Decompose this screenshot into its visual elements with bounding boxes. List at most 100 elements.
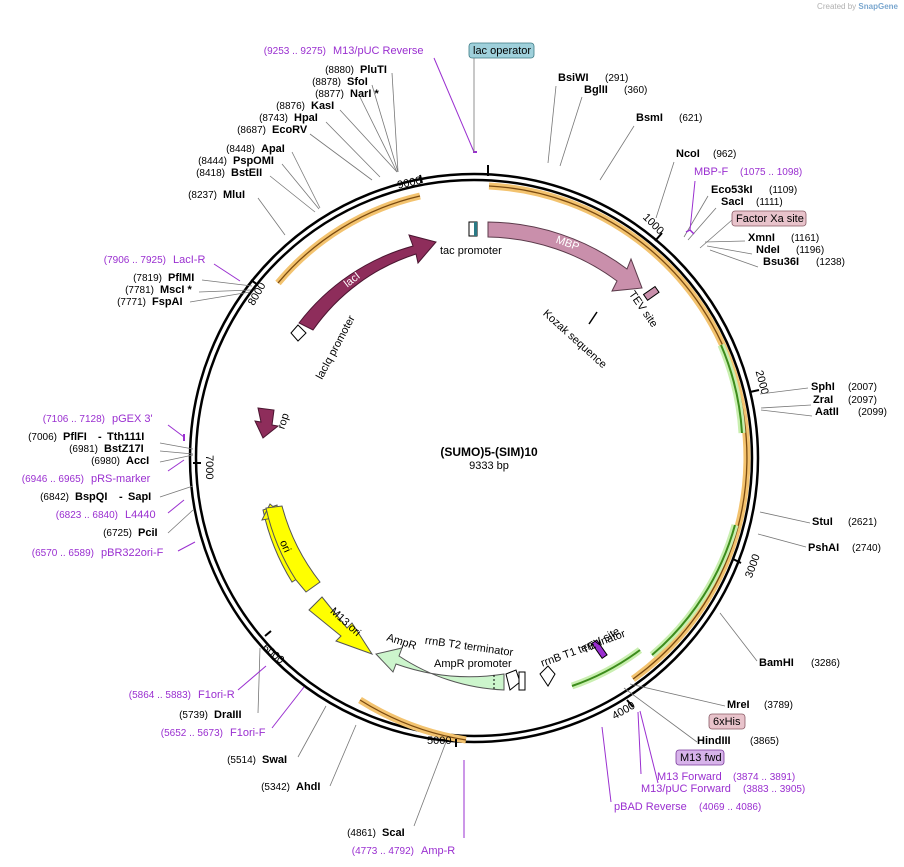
enzyme-pshai: PshAI — [808, 542, 839, 554]
enzyme-saci: SacI — [721, 196, 744, 208]
enzyme-ecorv: EcoRV — [272, 124, 308, 136]
enzyme-bstz17i-pos: (6981) — [69, 444, 98, 455]
enzyme-ahdi-pos: (5342) — [261, 782, 290, 793]
enzyme-pflmi-pos: (7819) — [133, 273, 162, 284]
enzyme-bsmi: BsmI — [636, 112, 663, 124]
enzyme-kasi-pos: (8876) — [276, 101, 305, 112]
backbone-inner — [194, 178, 754, 738]
enzyme-fspai-pos: (7771) — [117, 297, 146, 308]
factor-xa-label: Factor Xa site — [736, 213, 804, 225]
primer-m13-puc-reverse-pos: (9253 .. 9275) — [264, 46, 326, 57]
tick-label-9000: 9000 — [396, 175, 422, 192]
plasmid-name: (SUMO)5-(SIM)10 — [440, 445, 538, 459]
enzyme-bstz17i: BstZ17I — [104, 443, 144, 455]
rop-label: rop — [276, 412, 292, 431]
tac-promoter-label: tac promoter — [440, 245, 502, 257]
enzyme-bamhi-pos: (3286) — [811, 658, 840, 669]
enzyme-bglii: BglII — [584, 84, 608, 96]
enzyme-xmni-pos: (1161) — [791, 233, 819, 244]
lac-operator-box — [468, 42, 535, 59]
rrnb-t2-label: rrnB T2 terminator — [424, 635, 514, 659]
primer-m13-puc-forward: M13/pUC Forward — [641, 783, 731, 795]
tev-site-2-mark — [591, 639, 608, 659]
enzyme-bsiwi: BsiWI — [558, 72, 589, 84]
enzyme-pflfi-dash: - — [98, 431, 102, 443]
tick-label-6000: 6000 — [260, 642, 286, 667]
enzyme-hpai: HpaI — [294, 112, 318, 124]
enzyme-pflmi: PflMI — [168, 272, 194, 284]
enzyme-pluti-pos: (8880) — [325, 65, 354, 76]
enzyme-hindiii-pos: (3865) — [750, 736, 779, 747]
enzyme-aatii: AatII — [815, 406, 839, 418]
enzyme-bsiwi-pos: (291) — [605, 73, 628, 84]
m13-fwd-box — [675, 749, 725, 766]
enzyme-pshai-pos: (2740) — [852, 543, 881, 554]
tick-marks — [193, 165, 760, 747]
orange-arc-right-line — [488, 185, 748, 680]
primer-amp-r-pos: (4773 .. 4792) — [352, 846, 414, 857]
enzyme-msci-pos: (7781) — [125, 285, 154, 296]
enzyme-mrei-pos: (3789) — [764, 700, 793, 711]
primer-pbad-reverse: pBAD Reverse — [614, 801, 687, 813]
enzyme-draiii: DraIII — [214, 709, 242, 721]
primer-f1ori-f-pos: (5652 .. 5673) — [161, 728, 223, 739]
enzyme-ndei: NdeI — [756, 244, 780, 256]
primer-f1ori-f: F1ori-F — [230, 727, 266, 739]
laciq-promoter-mark — [290, 324, 307, 342]
lac-operator-label: lac operator — [473, 45, 531, 57]
enzyme-pflfi: PflFI — [63, 431, 87, 443]
primer-pgex3: pGEX 3' — [112, 413, 153, 425]
6xhis-box — [708, 713, 746, 730]
enzyme-aatii-pos: (2099) — [858, 407, 887, 418]
tev-site-1-mark — [642, 285, 660, 301]
primer-m13-puc-reverse: M13/pUC Reverse — [333, 45, 423, 57]
primer-pbr322ori-f-pos: (6570 .. 6589) — [32, 548, 94, 559]
enzyme-bspqi: BspQI — [75, 491, 107, 503]
tick-label-7000: 7000 — [203, 455, 215, 479]
primer-m13-puc-forward-pos: (3883 .. 3905) — [743, 784, 805, 795]
primer-lines — [167, 57, 696, 838]
enzyme-draiii-pos: (5739) — [179, 710, 208, 721]
enzyme-xmni: XmnI — [748, 232, 775, 244]
ampr-promoter-label: AmpR promoter — [434, 658, 512, 670]
enzyme-sphi-pos: (2007) — [848, 382, 877, 393]
enzyme-eco53ki-pos: (1109) — [769, 185, 797, 196]
enzyme-ahdi: AhdI — [296, 781, 320, 793]
primer-l4440: L4440 — [125, 509, 156, 521]
enzyme-bsu36i: Bsu36I — [763, 256, 799, 268]
enzyme-pluti: PluTI — [360, 64, 387, 76]
enzyme-ncoi-pos: (962) — [713, 149, 736, 160]
orange-arc-bottom — [358, 697, 467, 744]
mbp-arrow — [487, 221, 643, 292]
enzyme-saci-pos: (1111) — [756, 197, 783, 208]
factor-xa-box — [731, 210, 807, 227]
green-arc-2-bg — [649, 524, 739, 658]
connector-lines — [159, 72, 813, 827]
6xhis-label: 6xHis — [713, 716, 741, 728]
primer-prs-marker-pos: (6946 .. 6965) — [22, 474, 84, 485]
green-arc-3 — [571, 649, 641, 687]
primer-f1ori-r-pos: (5864 .. 5883) — [129, 690, 191, 701]
ori-arrow — [265, 505, 321, 593]
primer-pbad-reverse-pos: (4069 .. 4086) — [699, 802, 761, 813]
enzyme-stui-pos: (2621) — [848, 517, 877, 528]
enzyme-mlui-pos: (8237) — [188, 190, 217, 201]
enzyme-mrei: MreI — [727, 699, 750, 711]
green-arc-2 — [651, 524, 736, 656]
kozak-mark — [588, 311, 598, 325]
ampr-promoter-mark — [505, 669, 521, 691]
primer-f1ori-r: F1ori-R — [198, 689, 235, 701]
enzyme-swai-pos: (5514) — [227, 755, 256, 766]
enzyme-bspqi-dash: - — [119, 491, 123, 503]
enzyme-pspomi-pos: (8444) — [198, 156, 227, 167]
primer-pgex3-pos: (7106 .. 7128) — [43, 414, 105, 425]
enzyme-apai: ApaI — [261, 143, 285, 155]
laci-arrow — [298, 234, 437, 331]
rop-arrow — [254, 407, 280, 439]
enzyme-scai: ScaI — [382, 827, 405, 839]
primer-laci-r: LacI-R — [173, 254, 205, 266]
enzyme-bsmi-pos: (621) — [679, 113, 702, 124]
orange-arc-bottom-line — [359, 699, 467, 741]
laciq-promoter-label: lacIq promoter — [314, 313, 358, 381]
